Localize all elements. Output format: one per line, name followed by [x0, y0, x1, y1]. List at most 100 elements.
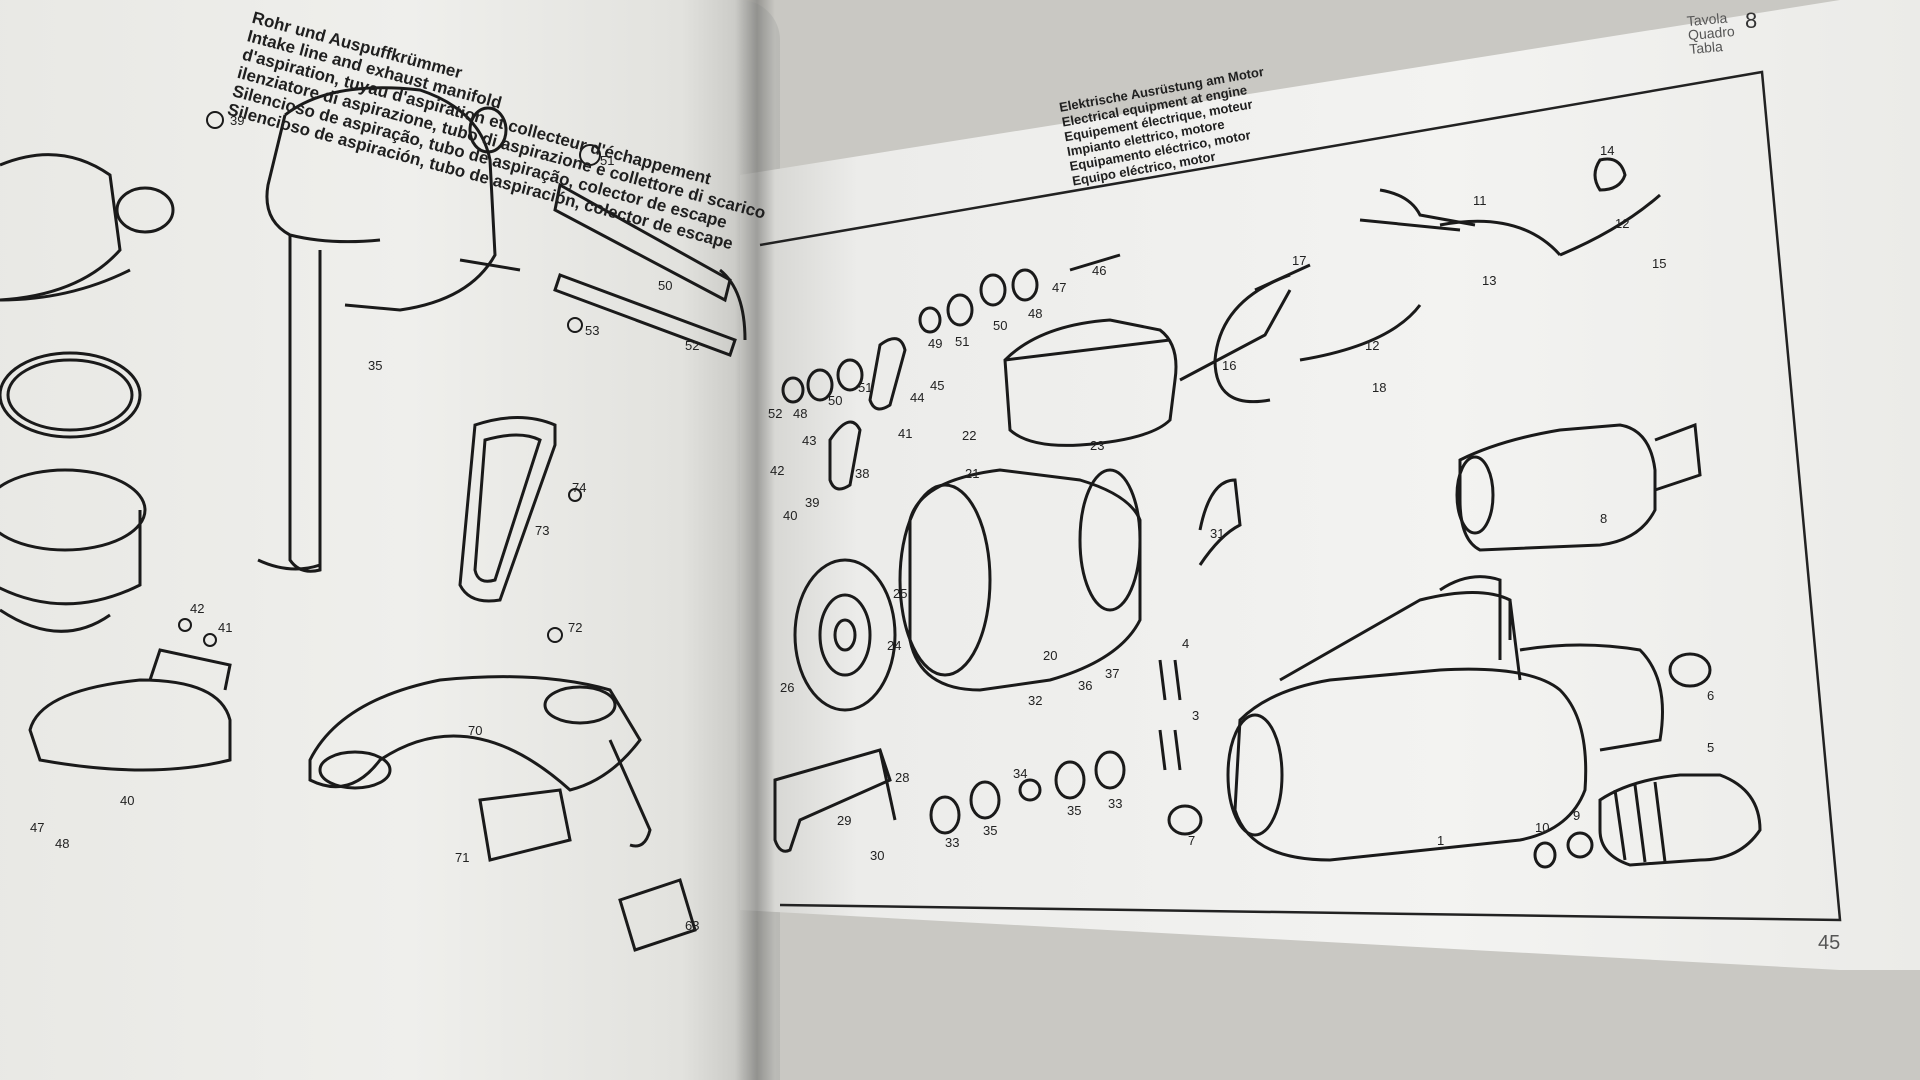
- label-52: 52: [685, 338, 699, 353]
- label-35: 35: [368, 358, 382, 373]
- label-51: 51: [955, 334, 969, 349]
- right-part-labels: 11 14 12 13 15 46 47 17 50 48 49 51 16 1…: [768, 143, 1714, 863]
- left-part-labels: 39 51 35 50 53 52 74 73 42 41 72 70 40 7…: [30, 113, 699, 933]
- label-34: 34: [1013, 766, 1027, 781]
- label-25: 25: [893, 586, 907, 601]
- sealing-ring: [0, 351, 142, 439]
- label-72: 72: [568, 620, 582, 635]
- label-39: 39: [230, 113, 244, 128]
- bolt-46: [1069, 253, 1121, 272]
- label-45: 45: [930, 378, 944, 393]
- solenoid: [1458, 423, 1657, 552]
- label-47: 47: [1052, 280, 1066, 295]
- voltage-regulator: [1003, 318, 1178, 447]
- label-41: 41: [218, 620, 232, 635]
- label-48: 48: [1028, 306, 1042, 321]
- fan-pulley: [793, 558, 897, 712]
- label-15: 15: [1652, 256, 1666, 271]
- label-49: 49: [928, 336, 942, 351]
- label-23: 23: [1090, 438, 1104, 453]
- label-8: 8: [1600, 511, 1607, 526]
- label-50: 50: [658, 278, 672, 293]
- label-38: 38: [855, 466, 869, 481]
- label-12: 12: [1615, 216, 1629, 231]
- label-63: 63: [685, 918, 699, 933]
- label-42: 42: [770, 463, 784, 478]
- exhaust-manifold: [308, 675, 642, 792]
- label-51b: 51: [858, 380, 872, 395]
- label-6: 6: [1707, 688, 1714, 703]
- label-40: 40: [120, 793, 134, 808]
- drive-pinion: [1598, 773, 1762, 867]
- label-48: 48: [55, 836, 69, 851]
- label-39: 39: [805, 495, 819, 510]
- starter-motor: [1233, 667, 1588, 862]
- cable-12: [1299, 304, 1422, 362]
- label-21: 21: [965, 466, 979, 481]
- label-10: 10: [1535, 820, 1549, 835]
- label-70: 70: [468, 723, 482, 738]
- label-20: 20: [1043, 648, 1057, 663]
- label-24: 24: [887, 638, 901, 653]
- label-33: 33: [945, 835, 959, 850]
- label-53: 53: [585, 323, 599, 338]
- intake-pipe: [553, 182, 732, 303]
- label-42: 42: [190, 601, 204, 616]
- label-33b: 33: [1108, 796, 1122, 811]
- label-47: 47: [30, 820, 44, 835]
- label-50: 50: [993, 318, 1007, 333]
- label-43: 43: [802, 433, 816, 448]
- label-18: 18: [1372, 380, 1386, 395]
- label-26: 26: [780, 680, 794, 695]
- plate-labels: Tavola Quadro Tabla: [1686, 10, 1736, 57]
- label-30: 30: [870, 848, 884, 863]
- label-71: 71: [455, 850, 469, 865]
- label-50b: 50: [828, 393, 842, 408]
- label-31: 31: [1210, 526, 1224, 541]
- label-22: 22: [962, 428, 976, 443]
- gasket-73: [458, 416, 557, 603]
- label-29: 29: [837, 813, 851, 828]
- label-37: 37: [1105, 666, 1119, 681]
- label-52: 52: [768, 406, 782, 421]
- book-gutter: [735, 0, 775, 1080]
- label-12b: 12: [1365, 338, 1379, 353]
- label-13: 13: [1482, 273, 1496, 288]
- label-9: 9: [1573, 808, 1580, 823]
- page-number: 45: [1818, 932, 1841, 954]
- label-28: 28: [895, 770, 909, 785]
- label-11: 11: [1473, 193, 1487, 208]
- filter-element: [0, 468, 147, 552]
- label-73: 73: [535, 523, 549, 538]
- generator-body: [908, 468, 1142, 692]
- label-74: 74: [572, 480, 586, 495]
- cable-16: [1213, 273, 1291, 404]
- label-3: 3: [1192, 708, 1199, 723]
- label-14: 14: [1600, 143, 1614, 158]
- label-44: 44: [910, 390, 924, 405]
- label-35b: 35: [1067, 803, 1081, 818]
- plate-number: 8: [1745, 8, 1758, 33]
- air-cleaner-cover: [0, 153, 122, 302]
- label-48b: 48: [793, 406, 807, 421]
- label-7: 7: [1188, 833, 1195, 848]
- label-35: 35: [983, 823, 997, 838]
- label-1: 1: [1437, 833, 1444, 848]
- clamp-ring: [28, 678, 232, 772]
- left-page: [0, 0, 780, 1080]
- gasket-71: [478, 788, 572, 862]
- mounting-bracket: [773, 748, 892, 853]
- label-17: 17: [1292, 253, 1306, 268]
- plate-frame: [759, 70, 1842, 922]
- label-16: 16: [1222, 358, 1236, 373]
- label-40: 40: [783, 508, 797, 523]
- label-5: 5: [1707, 740, 1714, 755]
- cap-14: [1593, 157, 1627, 192]
- label-46: 46: [1092, 263, 1106, 278]
- label-36: 36: [1078, 678, 1092, 693]
- right-page: [740, 0, 1920, 970]
- intake-silencer: [284, 86, 497, 312]
